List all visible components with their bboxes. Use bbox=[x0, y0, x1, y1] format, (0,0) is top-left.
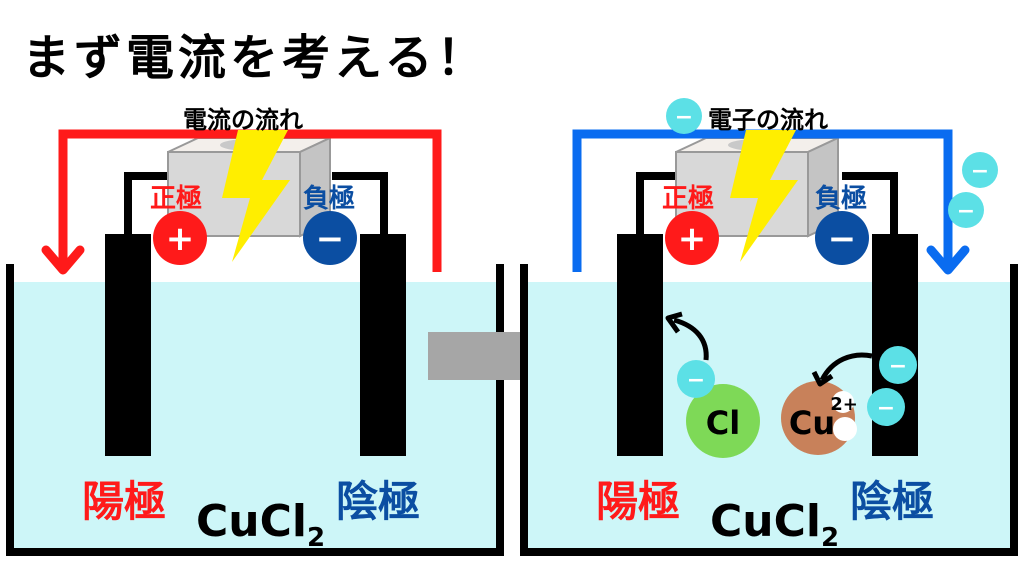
left-wire-positive bbox=[124, 172, 180, 234]
svg-text:−: − bbox=[971, 159, 989, 184]
left-panel: + − bbox=[6, 129, 504, 556]
left-formula-subscript: 2 bbox=[307, 522, 326, 553]
left-current-arrowhead-icon bbox=[41, 245, 85, 275]
right-positive-pole-icon bbox=[665, 211, 719, 265]
left-solution bbox=[14, 282, 498, 548]
chloride-electron-icon: − bbox=[677, 360, 715, 398]
copper-ion-charge: 2+ bbox=[830, 394, 858, 415]
left-cathode-label: 陰極 bbox=[336, 477, 421, 526]
right-beaker bbox=[520, 264, 1018, 556]
copper-ion-highlight bbox=[833, 417, 857, 441]
left-formula-main: CuCl bbox=[196, 496, 307, 547]
left-lightning-icon bbox=[222, 130, 290, 262]
chloride-ion-label: Cl bbox=[706, 404, 740, 442]
right-solution bbox=[528, 282, 1012, 548]
left-anode-label: 陽極 bbox=[82, 477, 167, 526]
svg-text:−: − bbox=[687, 368, 705, 393]
right-wire-negative bbox=[842, 172, 898, 234]
right-formula-subscript: 2 bbox=[821, 522, 840, 553]
right-panel: + − − − − Cl − Cu 2+ bbox=[520, 98, 1018, 556]
page-title: まず電流を考える！ bbox=[22, 30, 489, 86]
electron-flow-label: 電子の流れ bbox=[708, 106, 828, 134]
cathode-electron-icon: − bbox=[879, 346, 917, 384]
right-positive-pole-label: 正極 bbox=[662, 184, 715, 214]
left-negative-symbol: − bbox=[316, 219, 345, 259]
left-positive-symbol: + bbox=[166, 219, 195, 259]
right-anode-electrode bbox=[617, 234, 663, 456]
chloride-to-anode-arrowhead-icon bbox=[665, 311, 683, 334]
wire-electron-icon: − bbox=[948, 192, 984, 228]
cathode-electron-icon: − bbox=[867, 388, 905, 426]
right-positive-symbol: + bbox=[678, 219, 707, 259]
right-negative-symbol: − bbox=[828, 219, 857, 259]
cathode-to-copper-arrowhead-icon bbox=[811, 370, 834, 387]
current-flow-label: 電流の流れ bbox=[183, 106, 303, 134]
right-electron-arrowhead-icon bbox=[926, 245, 970, 275]
right-solution-formula: CuCl2 bbox=[710, 496, 839, 553]
right-lightning-icon bbox=[730, 130, 798, 262]
copper-ion-highlight bbox=[832, 391, 854, 413]
copper-ion-label: Cu bbox=[789, 404, 835, 442]
chloride-to-anode-arrow bbox=[673, 317, 709, 361]
svg-text:−: − bbox=[889, 354, 907, 379]
right-wire-positive bbox=[636, 172, 692, 234]
right-negative-pole-icon bbox=[815, 211, 869, 265]
svg-text:−: − bbox=[877, 396, 895, 421]
left-negative-pole-label: 負極 bbox=[303, 184, 356, 214]
left-anode-electrode bbox=[105, 234, 151, 456]
right-negative-pole-label: 負極 bbox=[815, 184, 868, 214]
left-cathode-electrode bbox=[360, 234, 406, 456]
wire-electron-icon: − bbox=[962, 152, 998, 188]
left-beaker bbox=[6, 264, 504, 556]
cathode-to-copper-arrow bbox=[819, 352, 873, 382]
left-positive-pole-icon bbox=[153, 211, 207, 265]
right-anode-label: 陽極 bbox=[596, 477, 681, 526]
electron-flow-label-electron-icon: − bbox=[666, 98, 702, 134]
chloride-ion-icon bbox=[686, 384, 760, 458]
svg-text:−: − bbox=[675, 105, 693, 130]
right-cathode-label: 陰極 bbox=[850, 477, 935, 526]
left-wire-negative bbox=[332, 172, 388, 234]
left-negative-pole-icon bbox=[303, 211, 357, 265]
left-solution-formula: CuCl2 bbox=[196, 496, 325, 553]
svg-text:−: − bbox=[957, 199, 975, 224]
right-formula-main: CuCl bbox=[710, 496, 821, 547]
left-positive-pole-label: 正極 bbox=[150, 184, 203, 214]
